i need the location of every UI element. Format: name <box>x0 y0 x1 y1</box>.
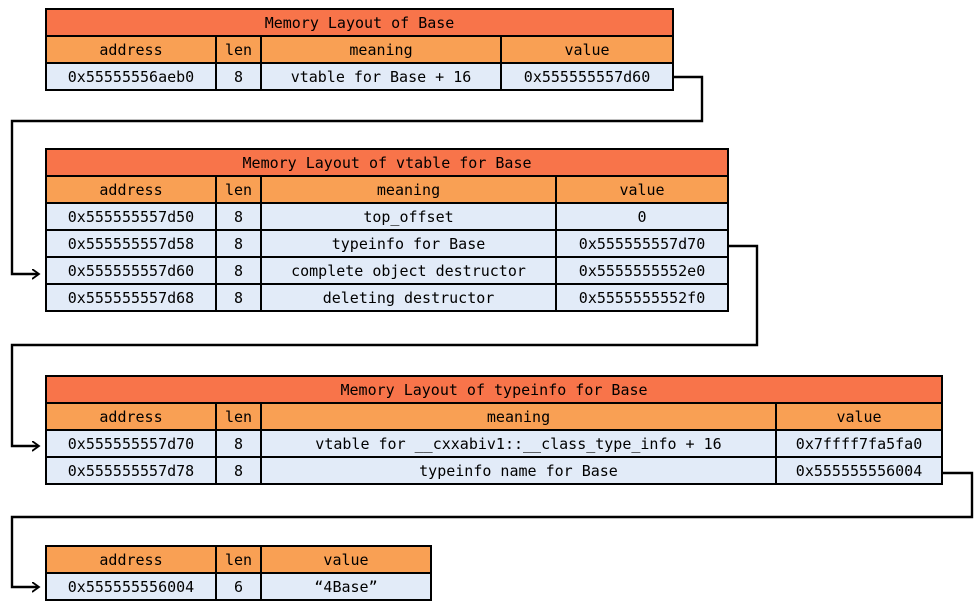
cell-len: 8 <box>215 202 262 231</box>
table-row: 0x555555557d50 8 top_offset 0 <box>45 202 730 231</box>
table-row: 0x555555557d60 8 complete object destruc… <box>45 256 730 285</box>
table-row: 0x555555557d68 8 deleting destructor 0x5… <box>45 283 730 312</box>
table-title: Memory Layout of vtable for Base <box>44 148 730 177</box>
cell-value: 0x5555555552f0 <box>554 283 730 312</box>
memory-table-vtable: Memory Layout of vtable for Base address… <box>44 148 730 312</box>
column-header-address: address <box>45 35 217 64</box>
cell-address: 0x555555557d70 <box>45 429 217 458</box>
cell-len: 8 <box>215 229 262 258</box>
table-header-row: address len meaning value <box>45 35 675 64</box>
cell-len: 6 <box>215 572 262 601</box>
memory-table-typeinfo-name: address len value 0x555555556004 6 “4Bas… <box>45 545 432 601</box>
table-header-row: address len value <box>45 545 432 574</box>
column-header-address: address <box>45 402 217 431</box>
table-row: 0x555555557d70 8 vtable for __cxxabiv1::… <box>45 429 944 458</box>
column-header-value: value <box>499 35 675 64</box>
table-row: 0x55555556aeb0 8 vtable for Base + 16 0x… <box>45 62 675 91</box>
cell-value: 0 <box>554 202 730 231</box>
table-title: Memory Layout of typeinfo for Base <box>44 375 944 404</box>
column-header-address: address <box>45 545 217 574</box>
column-header-value: value <box>554 175 730 204</box>
table-row: 0x555555556004 6 “4Base” <box>45 572 432 601</box>
column-header-meaning: meaning <box>260 175 557 204</box>
cell-meaning: complete object destructor <box>260 256 557 285</box>
cell-address: 0x555555557d58 <box>45 229 217 258</box>
column-header-meaning: meaning <box>260 402 777 431</box>
cell-meaning: vtable for Base + 16 <box>260 62 502 91</box>
cell-value: 0x7ffff7fa5fa0 <box>774 429 944 458</box>
column-header-len: len <box>215 545 262 574</box>
cell-value: 0x555555556004 <box>774 456 944 485</box>
cell-len: 8 <box>215 283 262 312</box>
table-row: 0x555555557d58 8 typeinfo for Base 0x555… <box>45 229 730 258</box>
column-header-len: len <box>215 35 262 64</box>
cell-len: 8 <box>215 62 262 91</box>
table-title-row: Memory Layout of Base <box>44 8 675 37</box>
cell-address: 0x555555557d60 <box>45 256 217 285</box>
table-title-row: Memory Layout of vtable for Base <box>44 148 730 177</box>
cell-value: 0x555555557d70 <box>554 229 730 258</box>
cell-len: 8 <box>215 256 262 285</box>
cell-address: 0x555555556004 <box>45 572 217 601</box>
cell-len: 8 <box>215 429 262 458</box>
column-header-meaning: meaning <box>260 35 502 64</box>
table-title: Memory Layout of Base <box>44 8 675 37</box>
cell-meaning: vtable for __cxxabiv1::__class_type_info… <box>260 429 777 458</box>
table-header-row: address len meaning value <box>45 175 730 204</box>
column-header-len: len <box>215 175 262 204</box>
cell-meaning: typeinfo for Base <box>260 229 557 258</box>
table-header-row: address len meaning value <box>45 402 944 431</box>
cell-meaning: deleting destructor <box>260 283 557 312</box>
table-title-row: Memory Layout of typeinfo for Base <box>44 375 944 404</box>
column-header-value: value <box>774 402 944 431</box>
column-header-address: address <box>45 175 217 204</box>
cell-address: 0x55555556aeb0 <box>45 62 217 91</box>
memory-table-base: Memory Layout of Base address len meanin… <box>44 8 675 91</box>
table-row: 0x555555557d78 8 typeinfo name for Base … <box>45 456 944 485</box>
cell-meaning: typeinfo name for Base <box>260 456 777 485</box>
cell-len: 8 <box>215 456 262 485</box>
cell-meaning: top_offset <box>260 202 557 231</box>
cell-value: “4Base” <box>260 572 432 601</box>
cell-address: 0x555555557d78 <box>45 456 217 485</box>
cell-value: 0x555555557d60 <box>499 62 675 91</box>
column-header-len: len <box>215 402 262 431</box>
column-header-value: value <box>260 545 432 574</box>
cell-value: 0x5555555552e0 <box>554 256 730 285</box>
cell-address: 0x555555557d50 <box>45 202 217 231</box>
cell-address: 0x555555557d68 <box>45 283 217 312</box>
memory-table-typeinfo: Memory Layout of typeinfo for Base addre… <box>44 375 944 485</box>
